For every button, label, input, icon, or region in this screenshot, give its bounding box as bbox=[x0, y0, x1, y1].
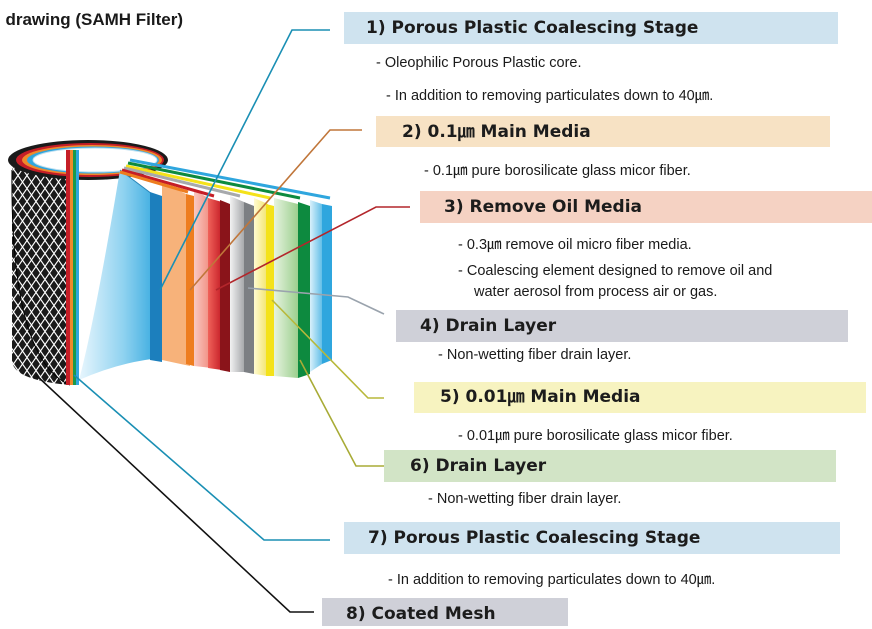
leader-line-5 bbox=[271, 299, 384, 399]
layer-4-desc-1: - Non-wetting fiber drain layer. bbox=[438, 347, 632, 363]
layer-3-desc-3: water aerosol from process air or gas. bbox=[474, 284, 718, 300]
layer-3-heading: 3) Remove Oil Media bbox=[444, 197, 642, 217]
panel-top-edges bbox=[119, 158, 331, 200]
layer-7-desc-1: - In addition to removing particulates d… bbox=[388, 572, 716, 588]
leader-line-1 bbox=[159, 29, 330, 291]
leader-line-6 bbox=[299, 359, 384, 467]
layer-1-heading: 1) Porous Plastic Coalescing Stage bbox=[366, 18, 699, 38]
layer-7-heading: 7) Porous Plastic Coalescing Stage bbox=[368, 528, 701, 548]
layer-5-desc-1: - 0.01㎛ pure borosilicate glass micor fi… bbox=[458, 428, 733, 444]
layer-6-heading: 6) Drain Layer bbox=[410, 456, 547, 476]
inner-core bbox=[79, 169, 161, 380]
layer-3-desc-1: - 0.3㎛ remove oil micro fiber media. bbox=[458, 237, 692, 253]
layer-8-heading: 8) Coated Mesh bbox=[346, 604, 496, 624]
leader-line-4 bbox=[247, 287, 385, 315]
layer-1-desc-1: - Oleophilic Porous Plastic core. bbox=[376, 55, 582, 71]
layer-1-desc-2: - In addition to removing particulates d… bbox=[386, 88, 714, 104]
layer-4-heading: 4) Drain Layer bbox=[420, 316, 557, 336]
side-edge-stripes bbox=[66, 150, 79, 385]
leader-line-2 bbox=[189, 129, 362, 291]
leader-line-3 bbox=[215, 206, 410, 291]
layer-2-heading: 2) 0.1㎛ Main Media bbox=[402, 122, 591, 142]
layer-5-heading: 5) 0.01㎛ Main Media bbox=[440, 387, 641, 407]
layer-2-desc-1: - 0.1㎛ pure borosilicate glass micor fib… bbox=[424, 163, 691, 179]
leader-line-8 bbox=[35, 374, 314, 613]
leader-line-7 bbox=[73, 374, 330, 541]
leader-lines bbox=[35, 29, 410, 613]
label-bars bbox=[322, 12, 872, 626]
layer-6-desc-1: - Non-wetting fiber drain layer. bbox=[428, 491, 622, 507]
layer-panels bbox=[150, 182, 332, 378]
diagram-title: l drawing (SAMH Filter) bbox=[0, 10, 183, 29]
coated-mesh-body bbox=[11, 145, 71, 386]
layer-3-desc-2: - Coalescing element designed to remove … bbox=[458, 263, 773, 279]
